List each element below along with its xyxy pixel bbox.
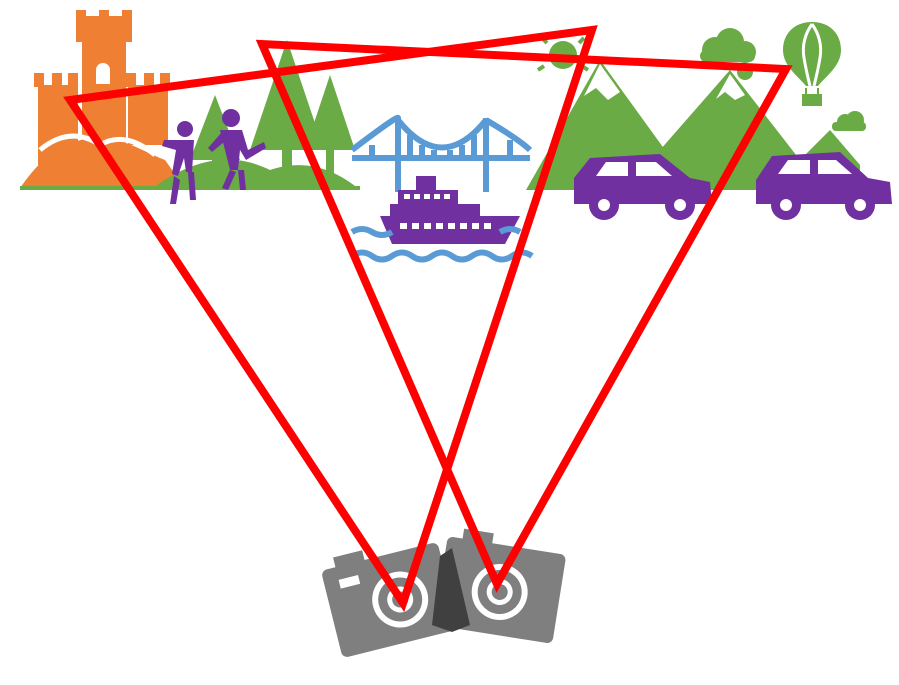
hot-air-balloon-icon (783, 22, 841, 106)
left-camera-fov (63, 25, 598, 613)
car-windows (596, 160, 866, 211)
right-camera-fov (255, 39, 793, 593)
water-waves (350, 226, 534, 263)
field-of-view-lines (63, 25, 793, 613)
ship-windows (400, 194, 491, 229)
tree-icon (150, 40, 360, 190)
mountain-snow (584, 64, 745, 100)
people-icon (162, 109, 266, 204)
cloud-icon (700, 28, 866, 131)
camera-icon (322, 528, 566, 657)
bridge-icon (350, 114, 533, 192)
